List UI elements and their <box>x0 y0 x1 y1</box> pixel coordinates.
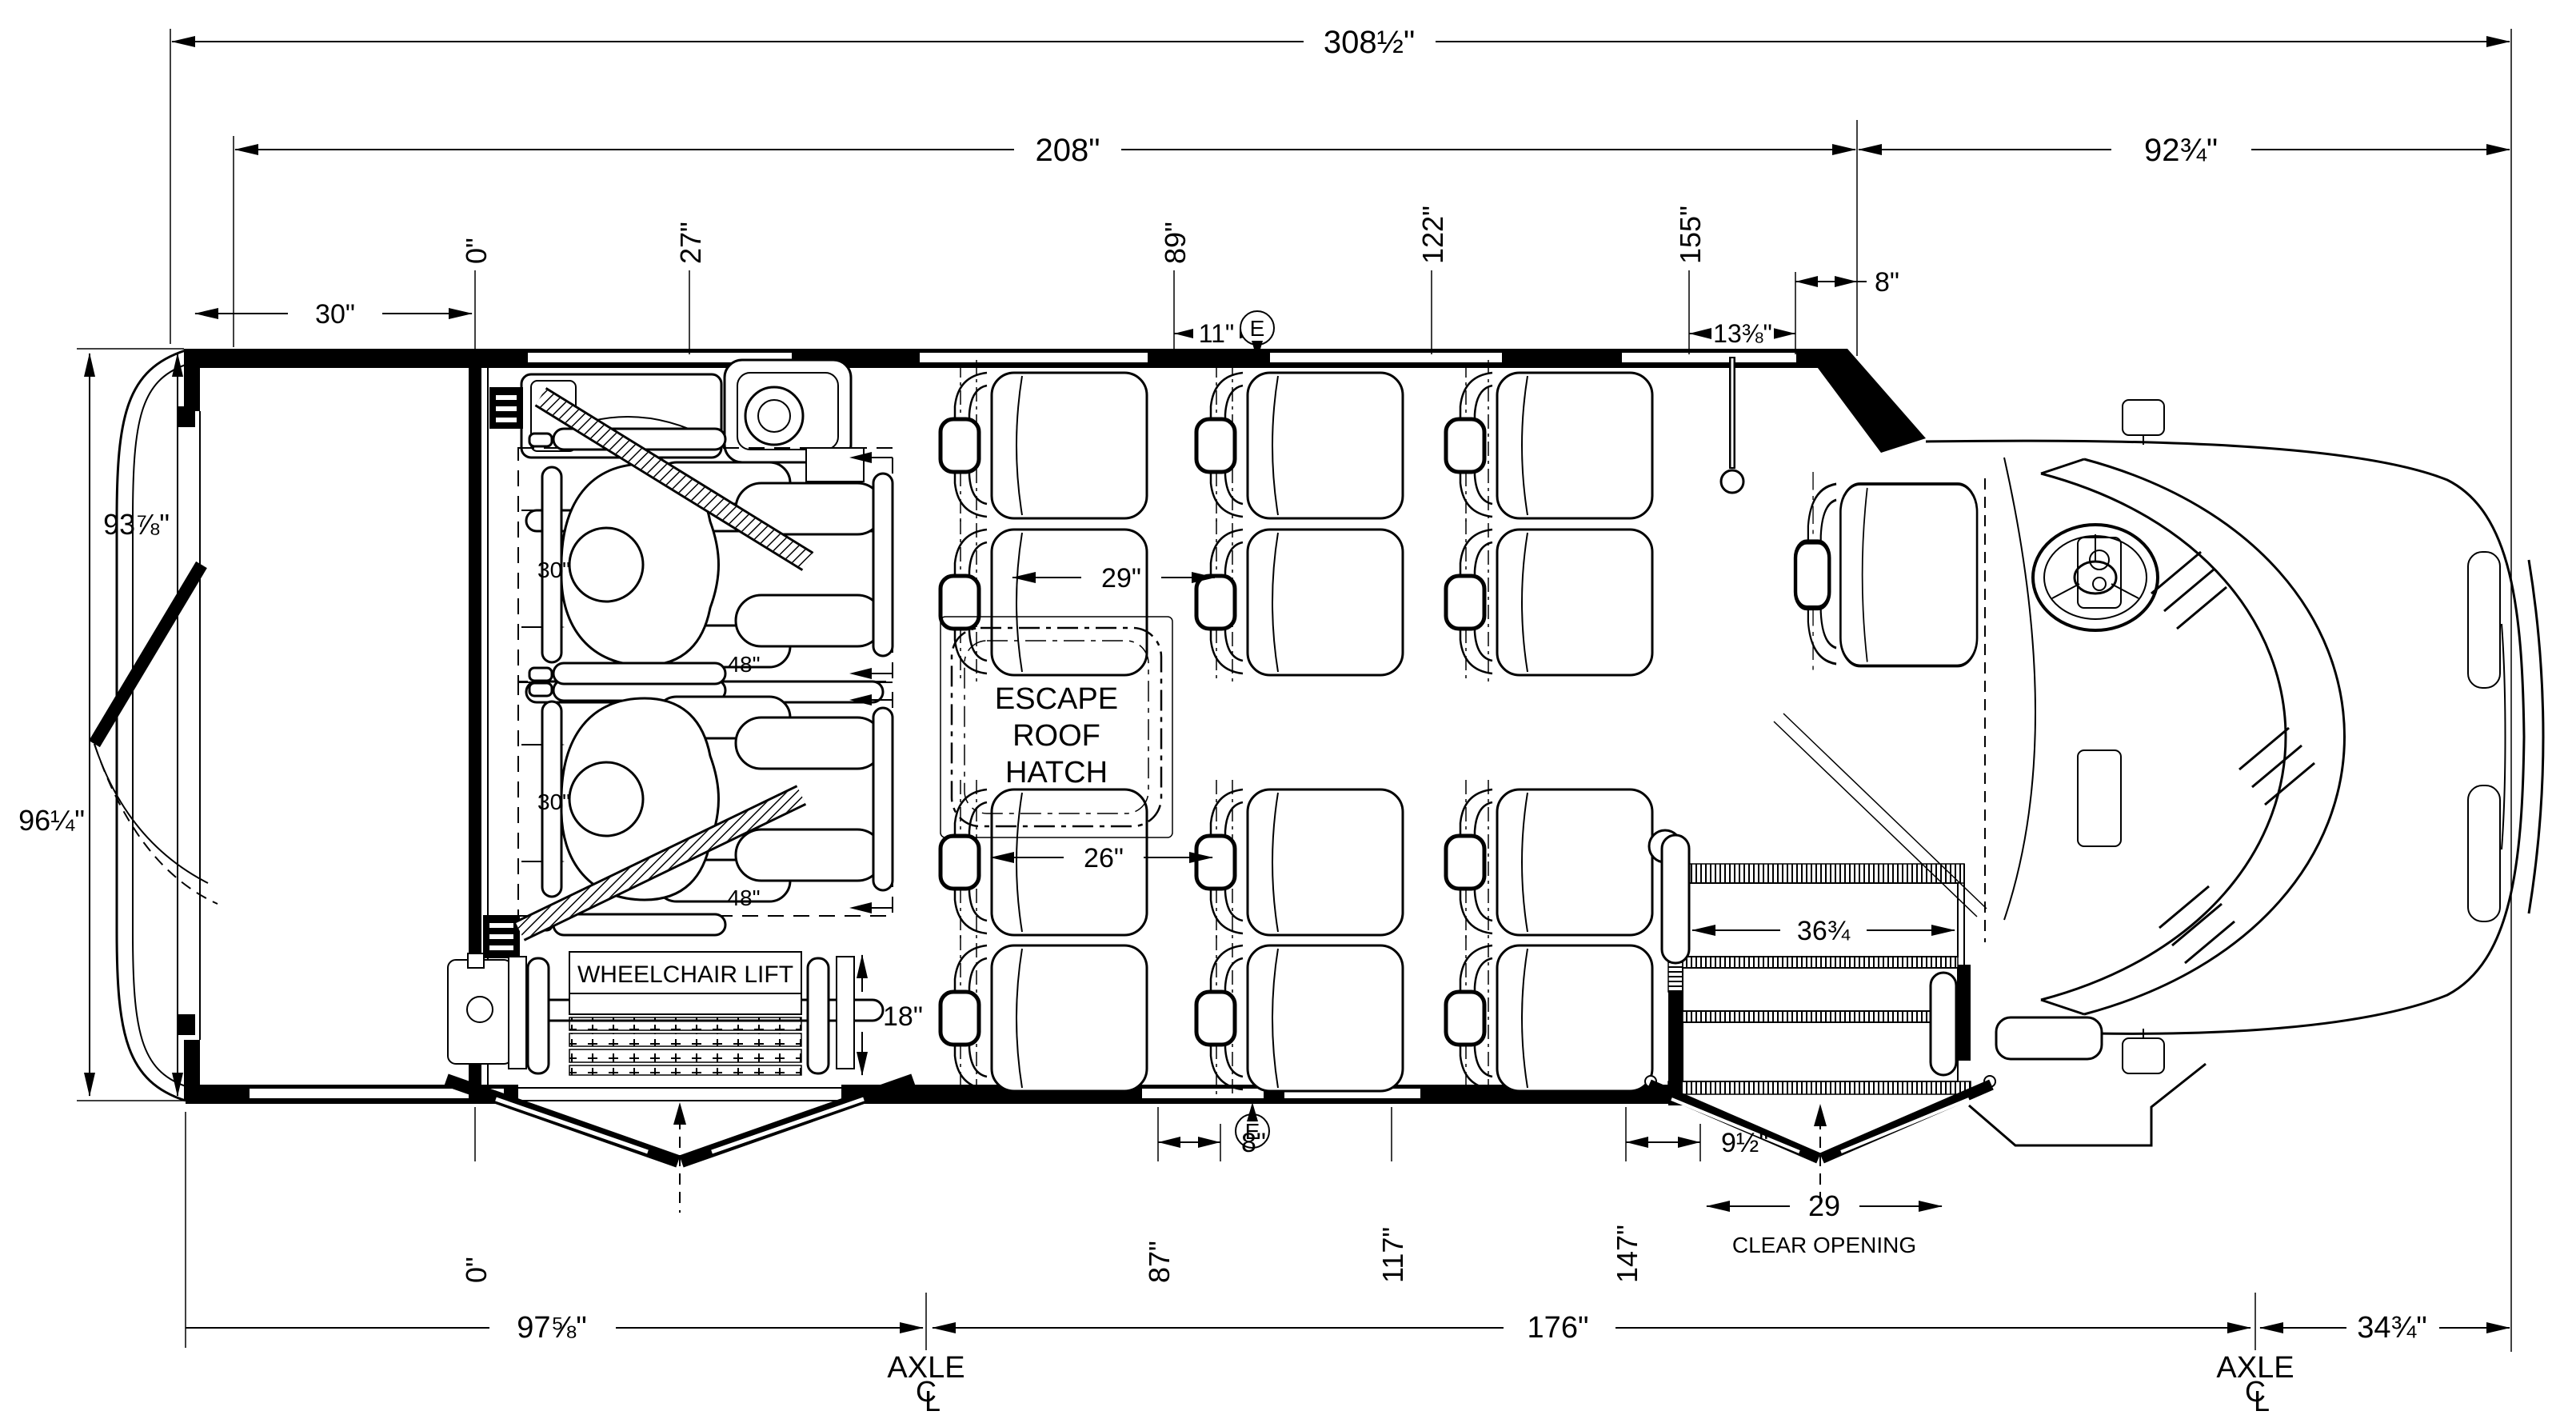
stanchion-handle <box>1719 469 1745 494</box>
station-bottom-87: 87" <box>1143 1241 1176 1283</box>
hatch-label-line2: ROOF <box>1012 719 1100 753</box>
cab-outline <box>1925 439 2526 1035</box>
wc-width-label-2: 48" <box>727 885 760 910</box>
dim-wheelbase: 176" <box>1528 1311 1589 1345</box>
lift-doors <box>444 1073 916 1213</box>
dim-seat-spacing-rear: 26" <box>1084 843 1124 873</box>
exit-marker-top: E <box>1240 310 1275 360</box>
passenger-seat <box>1446 936 1652 1099</box>
svg-text:C: C <box>916 1375 937 1408</box>
running-board <box>1968 1062 2207 1147</box>
dim-seat-back-spacing: 29" <box>1101 563 1141 594</box>
rear-cap-outer <box>115 349 186 1102</box>
station-top-89: 89" <box>1159 222 1192 264</box>
dim-door-clear-label: CLEAR OPENING <box>1732 1233 1916 1257</box>
rear-cap-inner <box>132 364 186 1087</box>
passenger-seat <box>1446 363 1652 526</box>
entry-doors <box>1644 1075 1996 1209</box>
dim-door-post-offset: 9½" <box>1721 1128 1768 1158</box>
rear-end <box>89 349 489 1102</box>
securement-winch <box>805 447 865 482</box>
escape-roof-hatch: ESCAPE ROOF HATCH <box>940 616 1173 838</box>
dim-lift-platform-depth: 18" <box>883 1001 923 1032</box>
svg-text:L: L <box>2254 1385 2270 1415</box>
dim-step-width: 36¾ <box>1797 916 1851 946</box>
dim-body-length: 208" <box>1036 133 1100 168</box>
dim-window-spacing: 11" <box>1199 319 1235 348</box>
dim-overall-length: 308½" <box>1324 25 1415 60</box>
dim-aisle-seat-offset: 8" <box>1241 1128 1266 1158</box>
dim-cowl-offset: 8" <box>1875 267 1899 298</box>
hatch-label-line1: ESCAPE <box>995 682 1118 716</box>
headlight-top <box>2467 551 2501 689</box>
rear-partition <box>469 349 481 1101</box>
exit-marker-bottom: E <box>1235 1102 1270 1149</box>
station-bottom-117: 117" <box>1376 1227 1409 1283</box>
driver-seat <box>1795 472 1977 676</box>
passenger-seat <box>1446 520 1652 683</box>
passenger-seat <box>941 363 1147 526</box>
roof-transition-wedge <box>1803 349 1926 453</box>
station-top-0: 0" <box>460 238 493 264</box>
dim-door-clear-width: 29 <box>1808 1189 1840 1222</box>
securement-belt-1 <box>489 387 814 571</box>
headlight-bottom <box>2467 785 2501 922</box>
wheelchair-lift: WHEELCHAIR LIFT <box>444 951 916 1213</box>
passenger-seat <box>941 936 1147 1099</box>
dim-cowl-to-front: 92¾" <box>2144 133 2218 168</box>
wheelchair-area: 30" 48" 30" 48" <box>483 358 894 1022</box>
station-top-155: 155" <box>1674 206 1707 264</box>
windshield-rear-edge <box>2040 472 2287 1001</box>
grab-rail-right <box>1929 971 1958 1077</box>
lift-label: WHEELCHAIR LIFT <box>577 961 793 988</box>
passenger-seat <box>1196 363 1403 526</box>
front-bumper <box>2527 559 2545 914</box>
mirror-top <box>2122 399 2165 436</box>
svg-text:AXLE: AXLE <box>887 1351 965 1385</box>
dim-rear-to-axle: 97⅝" <box>517 1311 586 1345</box>
dim-body-width: 93⅞" <box>103 508 170 541</box>
cab <box>1719 357 2545 1147</box>
svg-text:AXLE: AXLE <box>2216 1351 2294 1385</box>
passenger-seat <box>1446 780 1652 943</box>
dim-overall-width: 96¼" <box>18 804 85 837</box>
axle-label-rear: AXLE C L <box>887 1351 965 1415</box>
dim-exit-window: 13⅜" <box>1713 319 1772 348</box>
svg-text:E: E <box>1250 316 1265 341</box>
steering-wheel <box>2031 523 2159 632</box>
entry-stepwell <box>1644 829 1996 1209</box>
passenger-seat <box>1196 780 1403 943</box>
svg-text:E: E <box>1245 1119 1260 1144</box>
passenger-seat <box>1196 936 1403 1099</box>
lift-label-band <box>569 951 802 994</box>
wc-depth-label-2: 30" <box>537 789 570 814</box>
windshield-glare-ticks <box>2151 550 2315 965</box>
wc-depth-label-1: 30" <box>537 558 570 582</box>
dim-rear-overhang: 30" <box>315 299 355 330</box>
axle-label-front: AXLE C L <box>2216 1351 2294 1415</box>
svg-text:L: L <box>925 1385 941 1415</box>
cab-door-window <box>1995 1016 2103 1061</box>
dimension-layer: 308½" 208" 92¾" 0" 27" 89" 122" 155" 30"… <box>18 25 2512 1415</box>
passenger-seat <box>941 520 1147 683</box>
rear-door-swing-arc <box>94 743 209 884</box>
dash-panel <box>2003 457 2036 921</box>
svg-text:C: C <box>2245 1375 2266 1408</box>
station-bottom-147: 147" <box>1611 1225 1643 1283</box>
securement-belt-2 <box>483 785 807 958</box>
passenger-seat <box>1196 520 1403 683</box>
lift-pump-box <box>447 959 513 1065</box>
dim-axle-to-front: 34¾" <box>2357 1311 2426 1345</box>
station-bottom-0: 0" <box>460 1257 493 1283</box>
hatch-label-line3: HATCH <box>1005 756 1108 789</box>
seat-grid <box>941 360 1652 1099</box>
rear-door-open-panel <box>89 561 207 748</box>
station-top-122: 122" <box>1416 206 1449 264</box>
wc-width-label-1: 48" <box>727 652 760 677</box>
mirror-bottom <box>2122 1037 2165 1074</box>
windshield-front-edge <box>2083 458 2346 1016</box>
station-top-27: 27" <box>674 222 707 264</box>
